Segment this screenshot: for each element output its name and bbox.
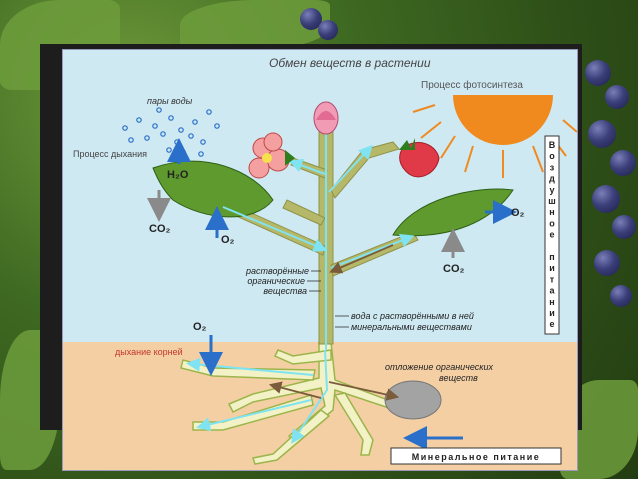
diagram-title: Обмен веществ в растении xyxy=(269,56,431,70)
air-nutrition-letter: т xyxy=(550,274,555,284)
diagram-panel: Обмен веществ в растении Процесс фотосин… xyxy=(62,49,578,471)
air-nutrition-letter: н xyxy=(549,207,554,217)
flower-icon xyxy=(248,132,295,179)
co2-left-label: CO₂ xyxy=(149,223,171,235)
deposit-label-2: веществ xyxy=(439,373,478,383)
plant-diagram: Обмен веществ в растении Процесс фотосин… xyxy=(73,56,577,465)
air-nutrition-letter: п xyxy=(549,252,554,262)
roots xyxy=(180,341,395,465)
air-nutrition-letter: з xyxy=(550,162,555,172)
air-nutrition-letter: у xyxy=(549,185,554,195)
o2-root-label: O₂ xyxy=(193,321,207,333)
organics-label-3: вещества xyxy=(263,286,307,296)
co2-right-label: CO₂ xyxy=(443,263,465,275)
organics-label-1: растворённые xyxy=(245,266,309,276)
air-nutrition-letter: о xyxy=(549,218,555,228)
leaf-left xyxy=(152,160,274,218)
h2o-label: H₂O xyxy=(167,169,189,181)
air-nutrition-letter: е xyxy=(549,230,554,240)
air-nutrition-letter: а xyxy=(549,286,555,296)
mineral-nutrition-label: Минеральное питание xyxy=(412,452,541,462)
water-minerals-label-1: вода с растворёнными в ней xyxy=(351,311,474,321)
air-nutrition-letter: о xyxy=(549,151,555,161)
air-nutrition-letter: В xyxy=(549,140,556,150)
mineral-nutrition-box xyxy=(390,447,562,465)
organics-label-2: органические xyxy=(247,276,305,286)
deposit-label-1: отложение органических xyxy=(385,362,493,372)
air-nutrition-letter: и xyxy=(549,263,555,273)
water-vapor-label: пары воды xyxy=(147,96,193,106)
bud-icon xyxy=(313,101,339,135)
air-nutrition-letter: и xyxy=(549,308,555,318)
water-minerals-label-2: минеральными веществами xyxy=(351,322,472,332)
respiration-label: Процесс дыхания xyxy=(73,149,147,159)
air-nutrition-box xyxy=(544,135,560,335)
root-respiration-label: дыхание корней xyxy=(115,347,183,357)
tuber xyxy=(384,380,442,420)
air-nutrition-letter: ш xyxy=(548,196,556,206)
air-nutrition-letter: н xyxy=(549,297,554,307)
o2-right-label: O₂ xyxy=(511,207,525,219)
fruit-icon xyxy=(399,138,440,178)
air-nutrition-letter: е xyxy=(549,319,554,329)
air-nutrition-letter: д xyxy=(549,174,555,184)
photosynthesis-label: Процесс фотосинтеза xyxy=(421,79,523,91)
o2-left-label: O₂ xyxy=(221,234,235,246)
sun-icon xyxy=(412,95,577,178)
